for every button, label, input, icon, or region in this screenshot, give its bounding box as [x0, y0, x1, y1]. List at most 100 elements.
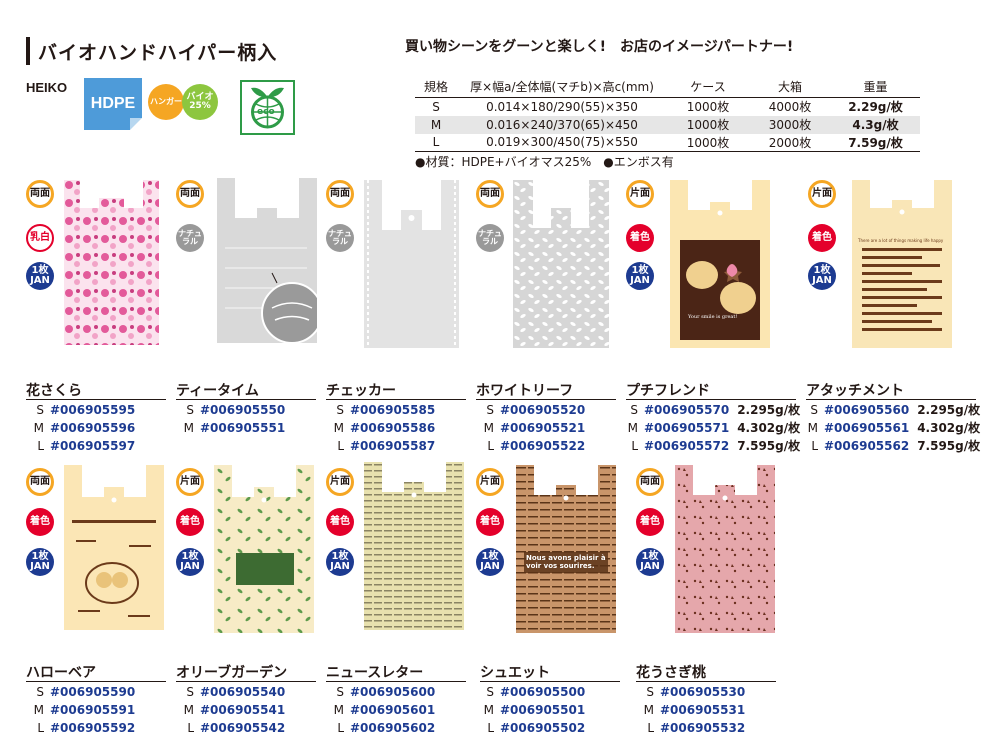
spec-cell: 7.59g/枚 [831, 133, 920, 152]
spec-cell: 0.019×300/450(75)×550 [457, 133, 667, 152]
product-row: M#006905521 [476, 419, 586, 437]
badge-single-side: 片面 [176, 468, 204, 496]
product-code: #006905531 [660, 703, 746, 717]
badge-colored: 着色 [808, 224, 836, 252]
product-code: #006905532 [660, 721, 746, 735]
product-weight: 7.595g/枚 [737, 439, 801, 453]
badge-jan: 1枚 JAN [476, 548, 504, 576]
badge-colored: 着色 [26, 508, 54, 536]
name-underline [626, 399, 796, 400]
hanger-badge: ハンガー [148, 84, 184, 120]
product-code: #006905602 [350, 721, 436, 735]
petit-bag-caption: Your smile is great! [688, 314, 738, 320]
size-label: L [337, 721, 344, 735]
spec-cell: L [415, 133, 457, 152]
spec-col-case: ケース [667, 76, 749, 98]
product-code: #006905571 [644, 421, 730, 435]
size-label: L [631, 439, 638, 453]
product-row: S #006905585 [326, 401, 435, 419]
product-code: #006905586 [350, 421, 436, 435]
product-weight: 4.302g/枚 [917, 421, 981, 435]
spec-cell: 3000枚 [749, 115, 831, 134]
badge-single-side: 片面 [626, 180, 654, 208]
name-underline [480, 681, 620, 682]
product-code: #006905601 [350, 703, 436, 717]
product-code: #006905530 [660, 685, 746, 699]
product-name: ニュースレター [326, 665, 424, 681]
spec-col-weight: 重量 [831, 76, 920, 98]
product-row: L #006905602 [326, 719, 435, 737]
name-underline [26, 681, 166, 682]
product-row: L #006905502 [476, 719, 585, 737]
product-row: S#006905520 [476, 401, 585, 419]
size-label: S [186, 685, 194, 699]
product-row: L#006905522 [476, 437, 585, 455]
badge-jan: 1枚 JAN [26, 262, 54, 290]
name-underline [326, 399, 466, 400]
product-row: S#006905540 [176, 683, 285, 701]
spec-col-box: 大箱 [749, 76, 831, 98]
spec-cell: 4.3g/枚 [831, 115, 920, 134]
size-label: L [487, 721, 494, 735]
size-label: M [627, 421, 638, 435]
spec-col-size: 規格 [415, 76, 457, 98]
product-name: ハローベア [26, 665, 96, 681]
spec-cell: M [415, 115, 457, 134]
name-underline [326, 681, 466, 682]
shouette-bag-caption: Nous avons plaisir à voir vos sourires. [524, 552, 608, 573]
badge-both-sides: 両面 [176, 180, 204, 208]
size-label: L [337, 439, 344, 453]
title-accent-bar [26, 37, 30, 65]
eco-globe-icon: eco [240, 80, 295, 135]
product-row: S#006905550 [176, 401, 285, 419]
bag-newsletter [364, 462, 464, 630]
product-code: #006905596 [50, 421, 136, 435]
spec-header-row: 規格 厚×幅a/全体幅(マチb)×高c(mm) ケース 大箱 重量 [415, 76, 920, 98]
bag-attachment [852, 180, 952, 348]
bag-shouette [516, 465, 616, 633]
product-name: シュエット [480, 665, 550, 681]
hdpe-logo: HDPE [84, 78, 142, 130]
product-row: M #006905531 [636, 701, 746, 719]
product-code: #006905585 [350, 403, 436, 417]
product-code: #006905595 [50, 403, 136, 417]
size-label: M [183, 421, 194, 435]
size-label: S [810, 403, 818, 417]
product-code: #006905502 [500, 721, 586, 735]
badge-jan: 1枚 JAN [326, 548, 354, 576]
product-code: #006905562 [824, 439, 910, 453]
product-code: #006905551 [200, 421, 286, 435]
badge-colored: 着色 [326, 508, 354, 536]
size-label: M [183, 703, 194, 717]
spec-cell: 4000枚 [768, 100, 812, 115]
spec-row: M 0.016×240/370(65)×450 1000枚 3000枚 4.3g… [415, 115, 920, 134]
badge-colored: 着色 [176, 508, 204, 536]
product-code: #006905572 [644, 439, 730, 453]
badge-single-side: 片面 [808, 180, 836, 208]
product-code: #006905500 [500, 685, 586, 699]
size-label: L [647, 721, 654, 735]
product-row: L#006905597 [26, 437, 135, 455]
size-label: M [643, 703, 654, 717]
badge-single-side: 片面 [326, 468, 354, 496]
product-row: S #006905595 [26, 401, 135, 419]
product-code: #006905597 [50, 439, 136, 453]
size-label: L [487, 439, 494, 453]
size-label: S [336, 403, 344, 417]
product-code: #006905592 [50, 721, 136, 735]
name-underline [806, 399, 976, 400]
badge-jan: 1枚 JAN [626, 262, 654, 290]
product-code: #006905591 [50, 703, 136, 717]
product-row: M#006905541 [176, 701, 286, 719]
bio-badge: バイオ 25% [182, 84, 218, 120]
product-name: プチフレンド [626, 383, 710, 399]
bag-tea-time [217, 178, 317, 344]
size-label: S [36, 403, 44, 417]
product-row: L#006905542 [176, 719, 285, 737]
name-underline [26, 399, 166, 400]
product-row: L #006905572 7.595g/枚 [620, 437, 800, 455]
badge-both-sides: 両面 [26, 468, 54, 496]
product-name: アタッチメント [806, 383, 904, 399]
